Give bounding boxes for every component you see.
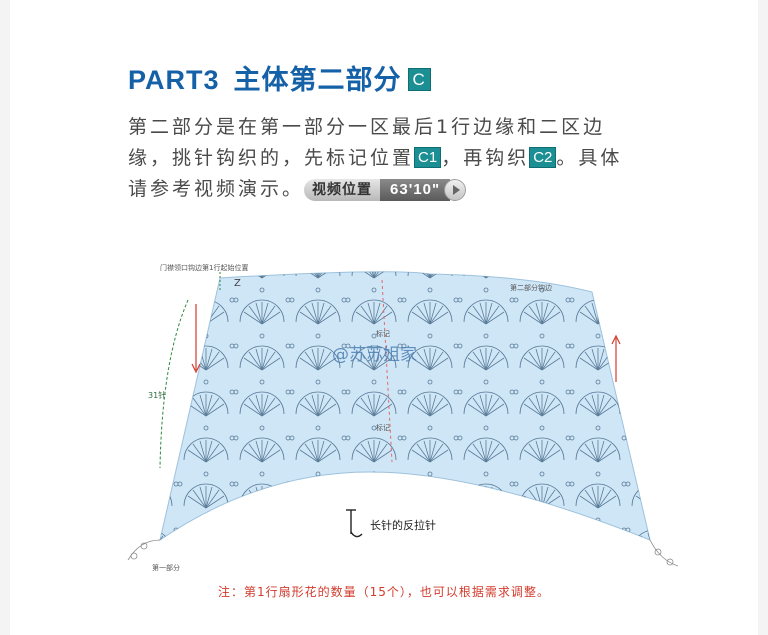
top-right-label: 第二部分钩边	[510, 283, 552, 292]
bottom-right-edging	[649, 539, 679, 567]
top-left-label: 门襟领口钩边第1行起始位置	[160, 263, 248, 272]
line-2-b: ，再钩织	[441, 147, 530, 169]
tag-c1: C1	[414, 147, 442, 168]
line-3-text: 请参考视频演示。	[128, 178, 305, 200]
fan-pattern	[160, 271, 650, 540]
title-text: 主体第二部分	[233, 65, 402, 96]
mid-mark-bottom: 标记	[376, 423, 390, 432]
start-marker: Z	[234, 278, 241, 289]
tag-c2: C2	[529, 147, 557, 168]
legend-symbol	[346, 509, 363, 538]
line-2-a: 缘，挑针钩织的，先标记位置	[128, 147, 415, 169]
watermark: @苏苏姐家	[332, 345, 417, 365]
video-label: 视频位置	[304, 178, 381, 201]
line-1: 第二部分是在第一部分一区最后1行边缘和二区边	[128, 116, 606, 138]
line-2-c: 。具体	[556, 147, 623, 169]
legend-label: 长针的反拉针	[370, 518, 436, 532]
side-bracket	[159, 299, 189, 469]
footnote: 注：第1行扇形花的数量（15个），也可以根据需求调整。	[218, 585, 550, 599]
bottom-left-label: 第一部分	[152, 563, 180, 572]
video-time: 63'10"	[380, 178, 451, 201]
mid-mark-top: 标记	[376, 329, 390, 338]
part-label: PART3	[128, 65, 220, 95]
title-tag: C	[407, 68, 431, 91]
side-count: 31针	[148, 390, 166, 400]
crochet-diagram: 标记 标记 门襟领口钩边第1行起始位置 Z 第二部分钩边 31针 @苏苏姐家 第…	[127, 263, 679, 572]
play-icon[interactable]	[444, 178, 467, 201]
center-divider	[381, 279, 393, 463]
bottom-left-edging	[127, 539, 161, 561]
